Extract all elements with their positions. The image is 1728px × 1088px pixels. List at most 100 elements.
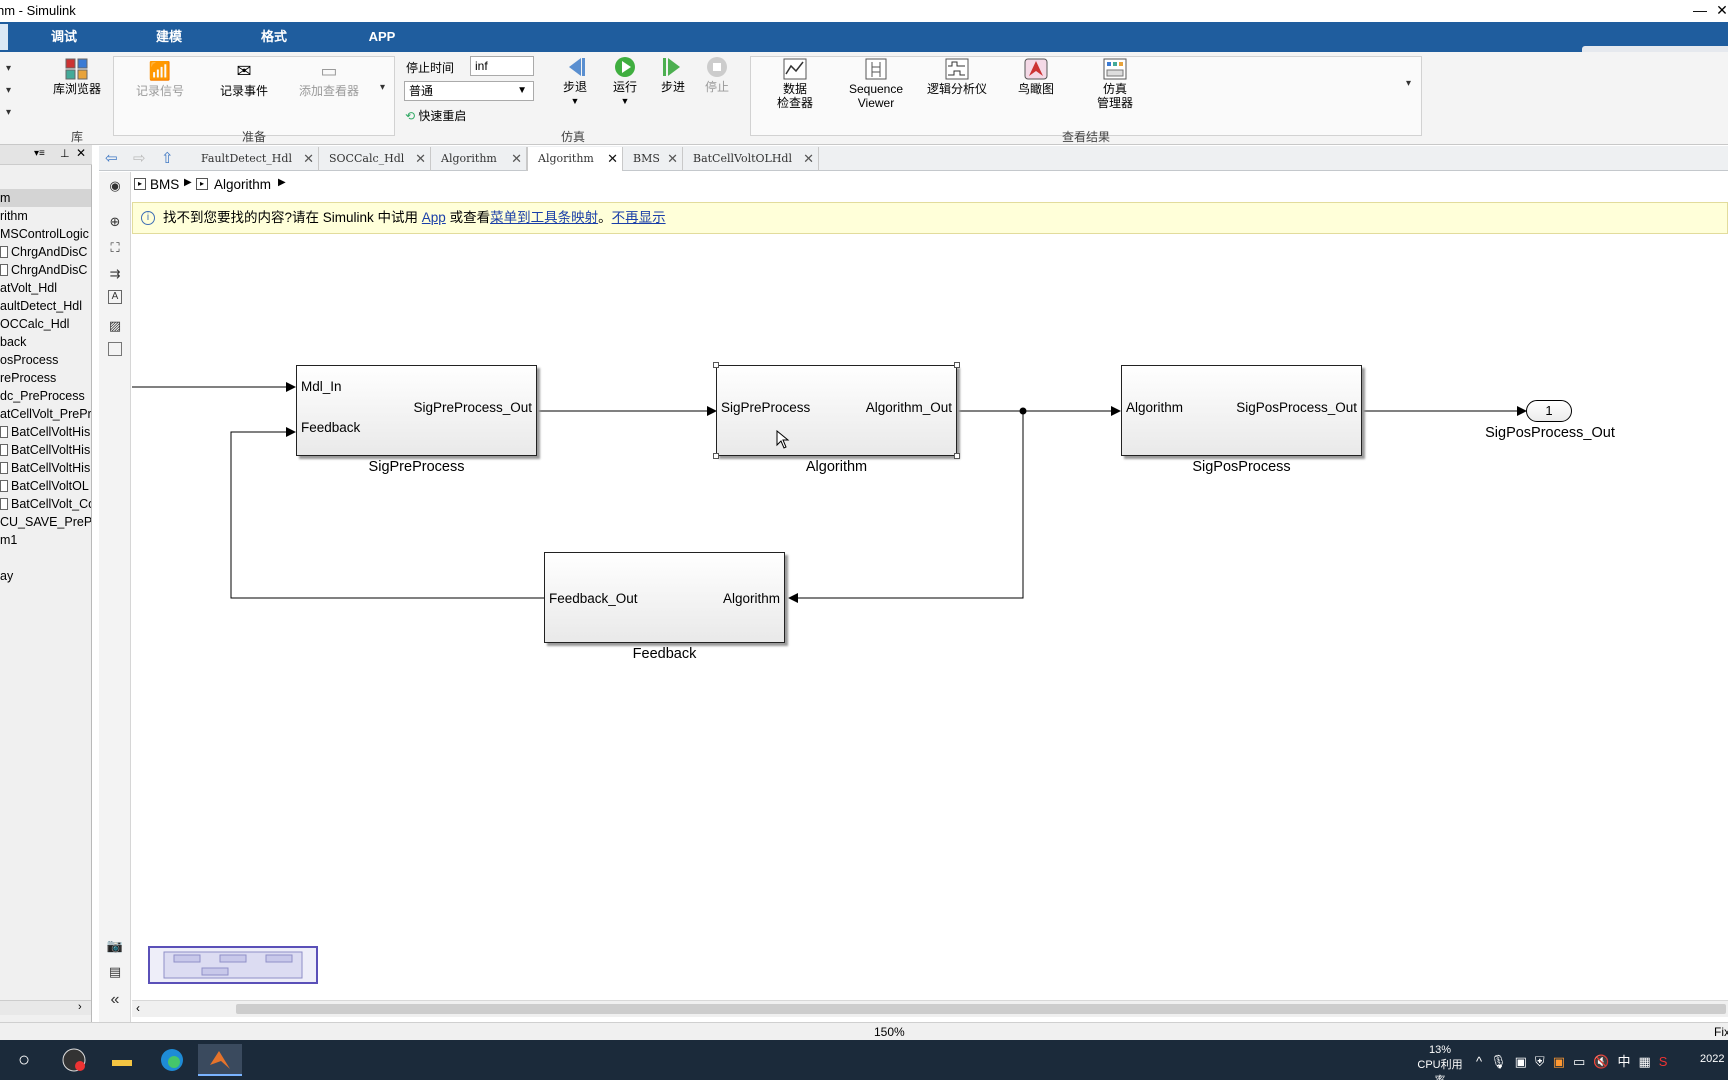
doc-tab-soccalc[interactable]: SOCCalc_Hdl✕ (319, 147, 431, 171)
tree-item[interactable] (0, 549, 91, 567)
forward-arrow-icon[interactable]: ⇨ (133, 150, 146, 167)
panel-menu-icon[interactable]: ▾≡ (34, 148, 45, 159)
chevron-up-icon[interactable]: ^ (1476, 1054, 1491, 1069)
prepare-more-arrow[interactable]: ▾ (380, 82, 386, 93)
data-inspector-button[interactable]: 数据 检查器 (770, 58, 820, 110)
record-event-button[interactable]: ✉ 记录事件 (213, 60, 275, 98)
record-signal-button[interactable]: 📶 记录信号 (130, 60, 190, 98)
tree-item[interactable]: CU_SAVE_PrePro (0, 515, 91, 529)
area-icon[interactable] (108, 342, 122, 356)
back-arrow-icon[interactable]: ⇦ (105, 150, 118, 167)
close-tab-icon[interactable]: ✕ (511, 151, 522, 166)
feedback-block[interactable]: Feedback_Out Algorithm (544, 552, 785, 643)
selection-handle[interactable] (954, 362, 960, 368)
close-panel-icon[interactable]: ✕ (76, 146, 87, 160)
outport-block[interactable]: 1 (1526, 400, 1572, 422)
doc-tab-algorithm-1[interactable]: Algorithm✕ (431, 147, 527, 171)
dismiss-link[interactable]: 不再显示 (611, 210, 666, 225)
minimize-button[interactable]: — (1693, 2, 1707, 18)
fit-view-icon[interactable]: ⛶ (110, 240, 120, 255)
image-icon[interactable]: ▨ (108, 318, 122, 333)
model-data-icon[interactable]: ▤ (108, 964, 122, 979)
selection-handle[interactable] (713, 362, 719, 368)
matlab-icon[interactable] (198, 1044, 242, 1076)
tray-app-icon[interactable]: ▣ (1514, 1054, 1535, 1069)
tree-item[interactable]: BatCellVoltHis (11, 443, 91, 457)
signal-arrow-icon[interactable]: ⇉ (109, 266, 121, 281)
app-link[interactable]: App (421, 210, 446, 225)
collapsed-section-arrows[interactable]: ▾▾▾ (6, 63, 12, 118)
file-explorer-icon[interactable]: ▬ (112, 1049, 132, 1071)
chevron-left-icon[interactable]: ‹ (136, 1001, 140, 1015)
close-tab-icon[interactable]: ✕ (667, 151, 678, 166)
selection-handle[interactable] (954, 453, 960, 459)
doc-tab-faultdetect[interactable]: FaultDetect_Hdl✕ (191, 147, 319, 171)
ime-tray-icon[interactable]: ▣ (1552, 1054, 1573, 1069)
stop-time-input[interactable]: inf (470, 56, 534, 76)
tree-item[interactable]: m1 (0, 533, 18, 547)
tree-item[interactable]: BatCellVoltHis (11, 425, 91, 439)
tab-app[interactable]: APP (368, 29, 396, 44)
feedback-block-name[interactable]: Feedback (632, 646, 697, 662)
tab-format[interactable]: 格式 (260, 29, 287, 44)
edge-browser-icon[interactable] (154, 1044, 190, 1076)
annotation-icon[interactable]: A (108, 290, 122, 304)
close-tab-icon[interactable]: ✕ (303, 151, 314, 166)
ime-indicator[interactable]: 中 (1617, 1054, 1639, 1069)
tree-item[interactable]: atCellVolt_PrePr (0, 407, 91, 421)
sigposprocess-block-name[interactable]: SigPosProcess (1192, 459, 1291, 475)
tree-item[interactable]: ay (0, 569, 14, 583)
close-window-button[interactable]: ✕ (1716, 2, 1728, 18)
sim-manager-button[interactable]: 仿真 管理器 (1090, 58, 1140, 110)
doc-tab-batcellvoltol[interactable]: BatCellVoltOLHdl✕ (683, 147, 819, 171)
breadcrumb-root[interactable]: BMS (150, 177, 180, 192)
run-button[interactable]: 运行 ▼ (608, 56, 642, 108)
search-circle-icon[interactable]: ○ (17, 1049, 31, 1071)
cpu-widget[interactable]: 13% CPU利用率 (1412, 1044, 1468, 1088)
collapse-palette-icon[interactable]: « (110, 991, 120, 1008)
canvas-horizontal-scrollbar[interactable]: ‹ (132, 1000, 1728, 1017)
app-dashboard-icon[interactable] (56, 1044, 92, 1076)
tree-item[interactable]: back (0, 335, 27, 349)
breadcrumb-current[interactable]: Algorithm (214, 177, 272, 192)
sim-mode-select[interactable]: 普通 ▼ (404, 81, 534, 101)
run-dropdown-icon[interactable]: ▼ (620, 96, 630, 106)
sequence-viewer-button[interactable]: Sequence Viewer (843, 58, 909, 110)
step-forward-button[interactable]: 步进 (656, 56, 690, 94)
doc-tab-bms[interactable]: BMS✕ (623, 147, 683, 171)
doc-tab-algorithm-active[interactable]: Algorithm✕ (527, 147, 623, 171)
network-icon[interactable]: ▭ (1572, 1054, 1594, 1069)
tree-item[interactable]: atVolt_Hdl (0, 281, 57, 295)
step-back-button[interactable]: 步退 ▼ (558, 56, 592, 108)
overview-minimap[interactable] (148, 946, 318, 984)
sigpreprocess-block-name[interactable]: SigPreProcess (368, 459, 465, 475)
clock[interactable]: 2022 (1700, 1053, 1725, 1065)
shield-icon[interactable]: ⛨ (1534, 1054, 1553, 1069)
fast-restart-toggle[interactable]: ⟲ 快速重启 (405, 107, 466, 124)
selection-handle[interactable] (713, 453, 719, 459)
scrollbar-thumb[interactable] (236, 1004, 1726, 1014)
close-tab-icon[interactable]: ✕ (607, 151, 618, 166)
tree-item[interactable]: m (0, 189, 91, 207)
menu-map-link[interactable]: 菜单到工具条映射 (490, 210, 599, 225)
tree-item[interactable]: reProcess (0, 371, 57, 385)
sigposprocess-block[interactable]: Algorithm SigPosProcess_Out (1121, 365, 1362, 456)
tree-item[interactable]: dc_PreProcess (0, 389, 85, 403)
sogou-icon[interactable]: S (1658, 1054, 1676, 1069)
add-viewer-button[interactable]: ▭ 添加查看器 (294, 60, 364, 98)
model-canvas[interactable]: Mdl_In Feedback SigPreProcess_Out SigPre… (132, 236, 1728, 1000)
sigpreprocess-block[interactable]: Mdl_In Feedback SigPreProcess_Out (296, 365, 537, 456)
tree-item[interactable]: ChrgAndDisC (11, 245, 88, 259)
model-browser-scrollbar[interactable]: › (0, 1000, 91, 1015)
breadcrumb-more-icon[interactable]: ▶ (278, 177, 286, 188)
zoom-icon[interactable]: ⊕ (109, 214, 121, 229)
microphone-icon[interactable]: 🎙 (1490, 1054, 1515, 1069)
signal-line-algorithm-branch[interactable] (788, 411, 1024, 603)
close-tab-icon[interactable]: ✕ (415, 151, 426, 166)
hide-browser-icon[interactable]: ◉ (109, 178, 121, 193)
close-tab-icon[interactable]: ✕ (803, 151, 814, 166)
stop-button[interactable]: 停止 (700, 56, 734, 94)
tree-item[interactable]: aultDetect_Hdl (0, 299, 82, 313)
tree-item[interactable]: MSControlLogic (0, 227, 89, 241)
pin-icon[interactable]: ⊥ (60, 148, 70, 160)
